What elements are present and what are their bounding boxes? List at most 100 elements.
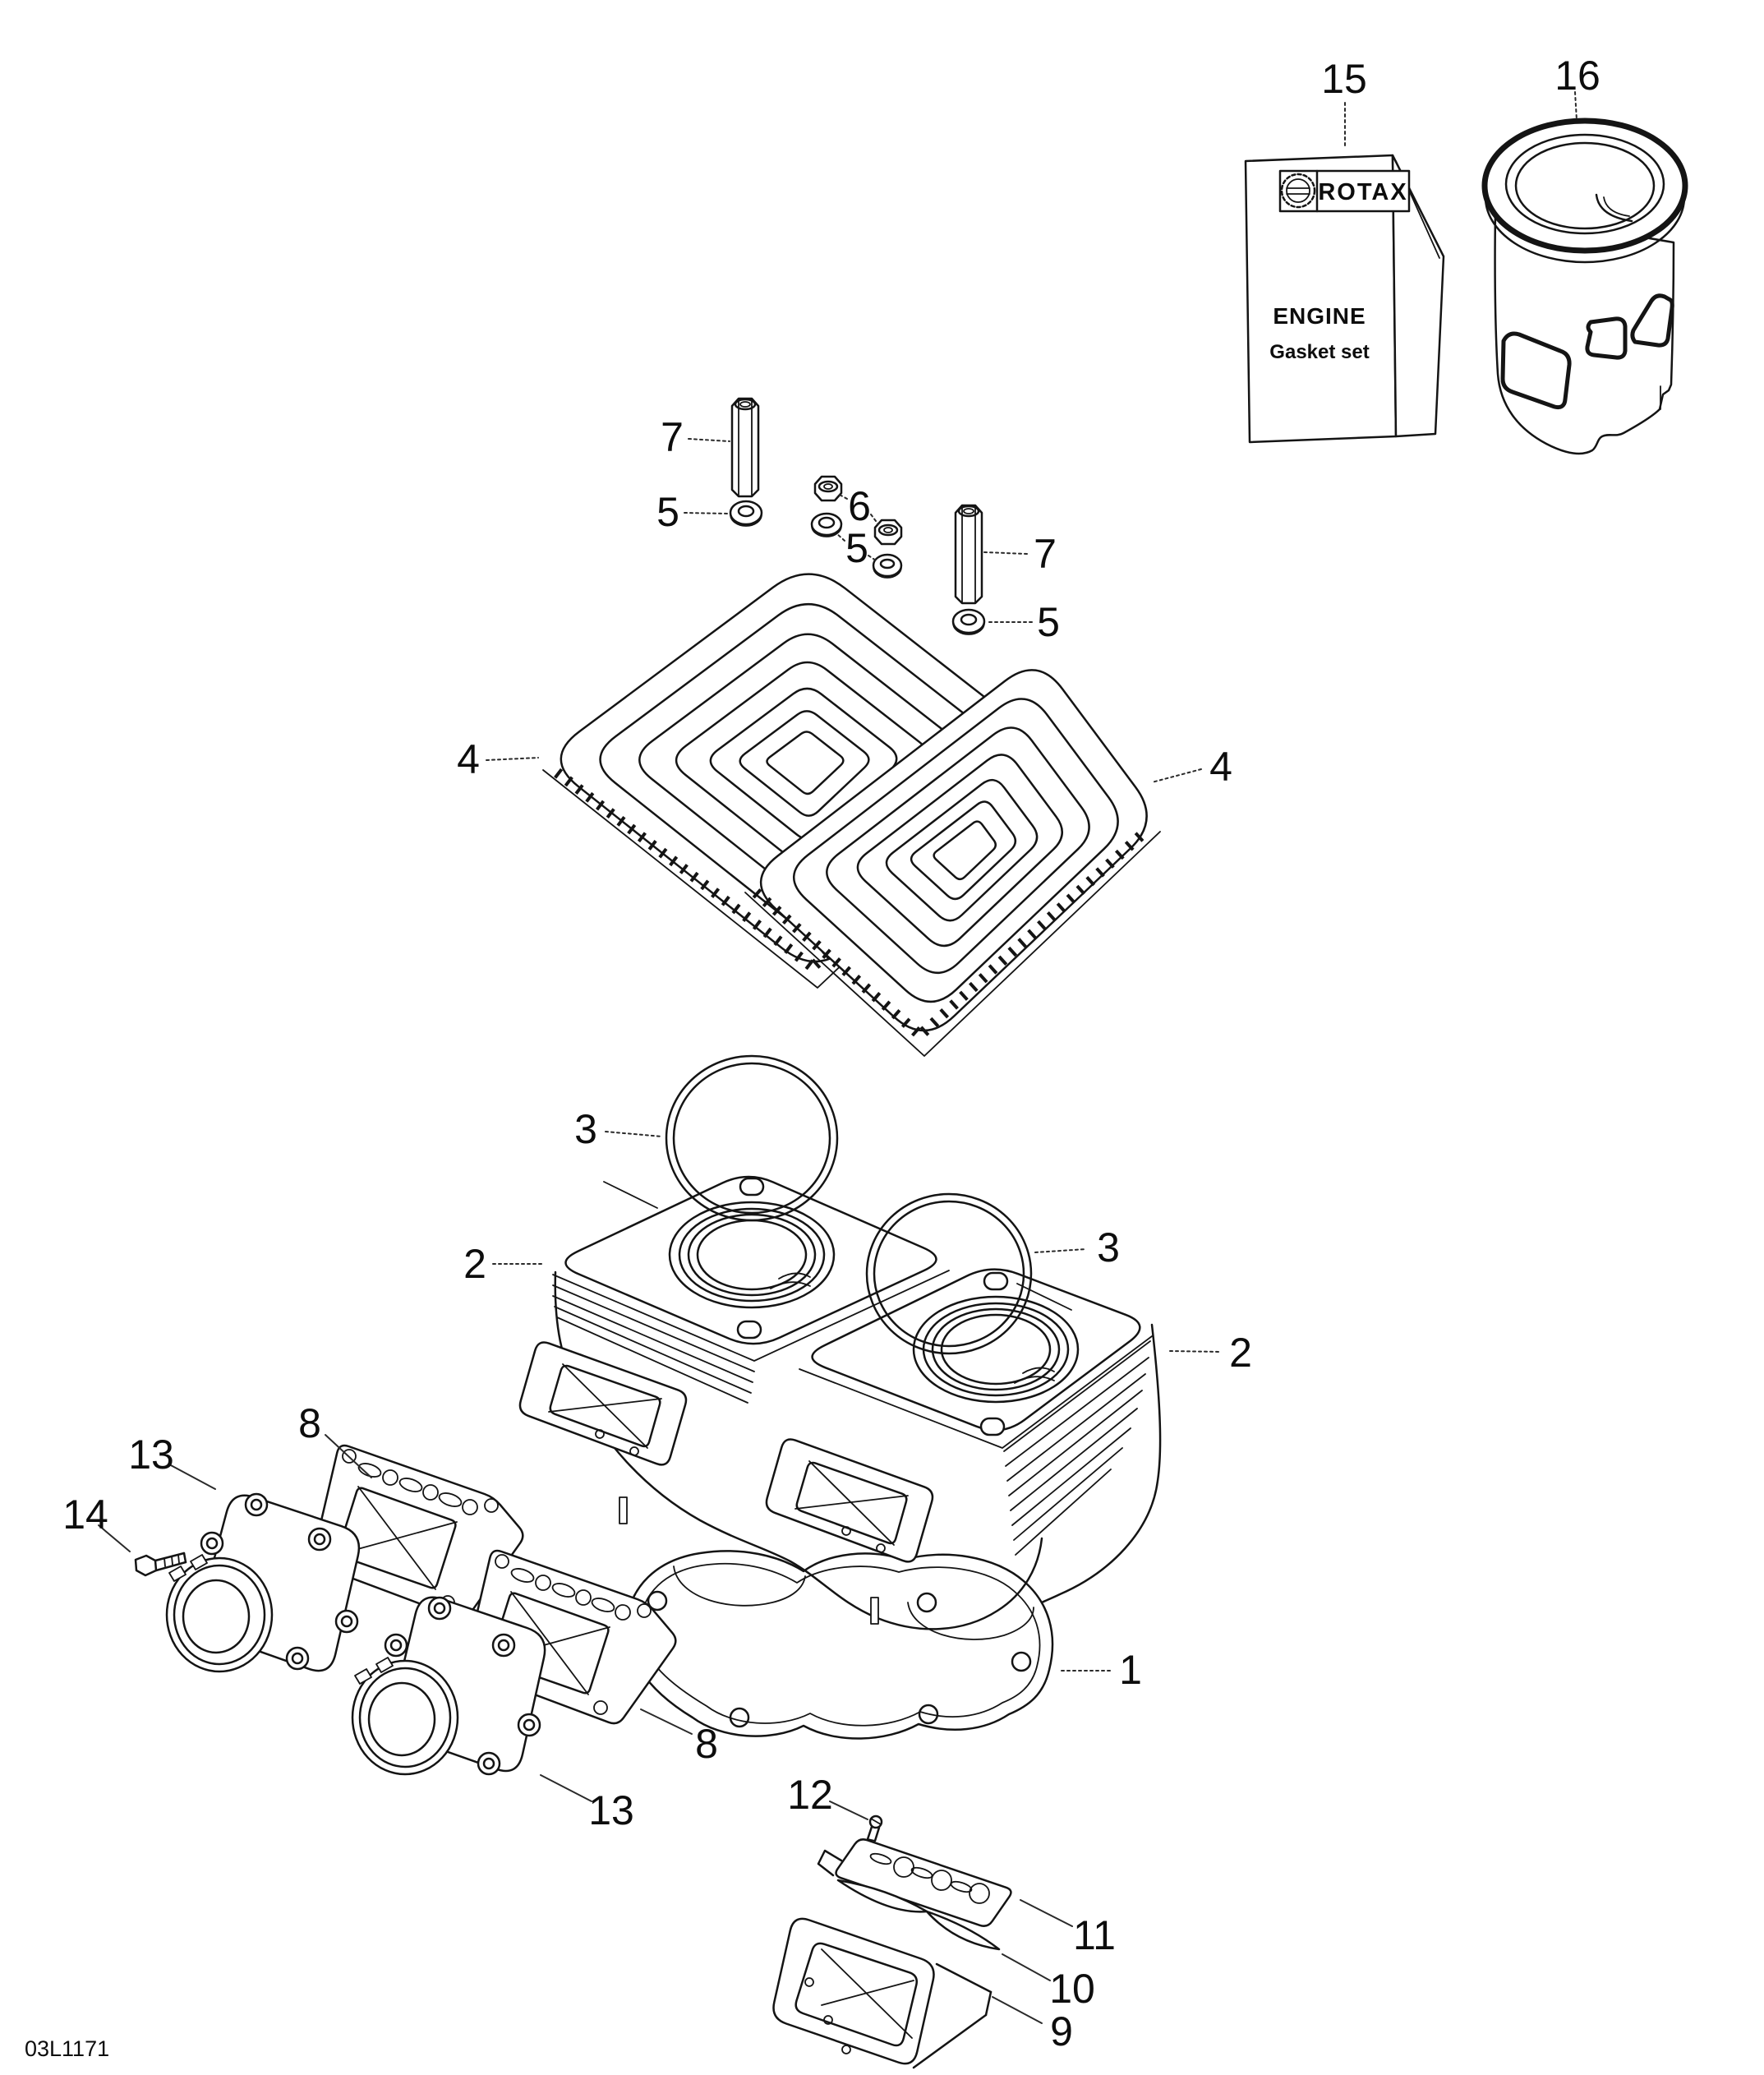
reed-valve-group — [772, 1814, 1012, 2069]
cylinder-base-gasket — [624, 1550, 1054, 1740]
fin-ridge — [933, 820, 997, 881]
callout-3-4: 3 — [1034, 1224, 1120, 1270]
callout-6-10: 6 — [837, 483, 879, 529]
callout-2-1: 2 — [463, 1241, 545, 1287]
callout-number: 7 — [1034, 531, 1057, 577]
callout-5-9: 5 — [985, 599, 1060, 645]
washer-middle-lower — [872, 553, 903, 579]
callout-number: 15 — [1321, 56, 1367, 102]
gasket-set-package: ROTAX ENGINE Gasket set — [1244, 154, 1445, 444]
intake-port-frame-right — [765, 1438, 934, 1563]
reed-stopper-plate — [817, 1838, 1012, 1927]
carb-flange-left — [165, 1492, 361, 1673]
callout-number: 6 — [848, 483, 871, 529]
callout-11-17: 11 — [1020, 1899, 1116, 1958]
oring-right — [865, 1192, 1033, 1355]
leader-line — [983, 551, 1028, 555]
callout-5-7: 5 — [656, 489, 729, 535]
callout-13-20: 13 — [540, 1774, 634, 1833]
callout-14-21: 14 — [62, 1492, 131, 1552]
leader-line — [1574, 91, 1577, 121]
brand-label: ROTAX — [1318, 179, 1407, 205]
leader-line — [1020, 1899, 1073, 1927]
callout-5-8: 5 — [836, 525, 877, 571]
nut-upper — [813, 475, 843, 502]
leader-line — [540, 1774, 592, 1802]
callout-13-19: 13 — [128, 1432, 216, 1490]
callout-number: 13 — [588, 1787, 634, 1833]
leader-line — [868, 555, 877, 561]
callout-number: 13 — [128, 1432, 174, 1478]
rotax-logo-box — [1278, 169, 1411, 213]
callout-number: 2 — [1229, 1330, 1252, 1376]
callout-4-6: 4 — [1151, 744, 1232, 790]
fin-ridge — [793, 698, 1119, 1003]
fin-ridge — [856, 754, 1063, 948]
washer-right — [951, 608, 986, 635]
fin-ridge — [766, 731, 845, 795]
reed-petals — [836, 1879, 1001, 1951]
stopper-screw — [866, 1814, 883, 1842]
leader-line — [870, 514, 879, 525]
leader-line — [1151, 768, 1202, 783]
callout-12-18: 12 — [787, 1772, 868, 1820]
callout-number: 8 — [695, 1721, 718, 1767]
callout-number: 16 — [1554, 53, 1600, 99]
clamp-tab — [168, 1565, 187, 1582]
fin-ridge — [826, 726, 1090, 975]
package-subtitle: Gasket set — [1269, 341, 1369, 363]
washer-middle-upper — [810, 512, 843, 537]
leader-line — [1002, 1953, 1051, 1981]
leader-line — [684, 512, 729, 514]
leader-line — [688, 438, 730, 442]
callout-7-11: 7 — [661, 414, 730, 460]
bore-right — [912, 1271, 1080, 1436]
callout-2-2: 2 — [1169, 1330, 1252, 1376]
sleeve-port-center — [1585, 316, 1628, 360]
standoff-left — [730, 397, 760, 498]
callout-number: 5 — [656, 489, 679, 535]
callout-4-5: 4 — [457, 736, 539, 782]
fastener-cluster — [729, 397, 986, 635]
callout-number: 3 — [1097, 1224, 1120, 1270]
leader-line — [836, 533, 845, 542]
leader-line — [98, 1524, 131, 1552]
carb-flange-right — [351, 1596, 546, 1776]
callout-number: 1 — [1119, 1647, 1142, 1693]
callout-3-3: 3 — [574, 1106, 663, 1152]
callout-number: 3 — [574, 1106, 597, 1152]
fin-ridge — [910, 800, 1017, 901]
fin-ridge — [739, 710, 870, 817]
leader-line — [168, 1464, 216, 1490]
standoff-right — [954, 504, 983, 605]
callout-number: 9 — [1050, 2008, 1073, 2054]
fin-ridge — [885, 779, 1039, 922]
rotax-gear-icon — [1280, 173, 1316, 209]
sleeve-port-left — [1500, 331, 1572, 410]
callout-number: 12 — [787, 1772, 833, 1818]
callout-number: 5 — [845, 525, 868, 571]
leader-line — [1034, 1248, 1087, 1253]
package-fold — [1391, 154, 1445, 438]
flange-bolt — [134, 1552, 187, 1577]
callout-number: 7 — [661, 414, 684, 460]
cylinder-head-right — [744, 669, 1161, 1057]
callout-9-15: 9 — [992, 1996, 1073, 2054]
callout-number: 14 — [62, 1492, 108, 1538]
leader-line — [640, 1708, 693, 1735]
callout-number: 5 — [1037, 599, 1060, 645]
callout-number: 4 — [457, 736, 480, 782]
clamp-tab — [190, 1554, 208, 1570]
sleeve-port-right — [1630, 293, 1674, 348]
leader-line — [486, 757, 539, 761]
leader-line — [1169, 1350, 1222, 1353]
callout-1-0: 1 — [1061, 1647, 1142, 1693]
clamp-tab — [375, 1657, 394, 1673]
package-title: ENGINE — [1273, 303, 1366, 329]
callout-7-12: 7 — [983, 531, 1057, 577]
reed-valve-block — [772, 1917, 993, 2069]
callout-number: 10 — [1049, 1966, 1095, 2012]
